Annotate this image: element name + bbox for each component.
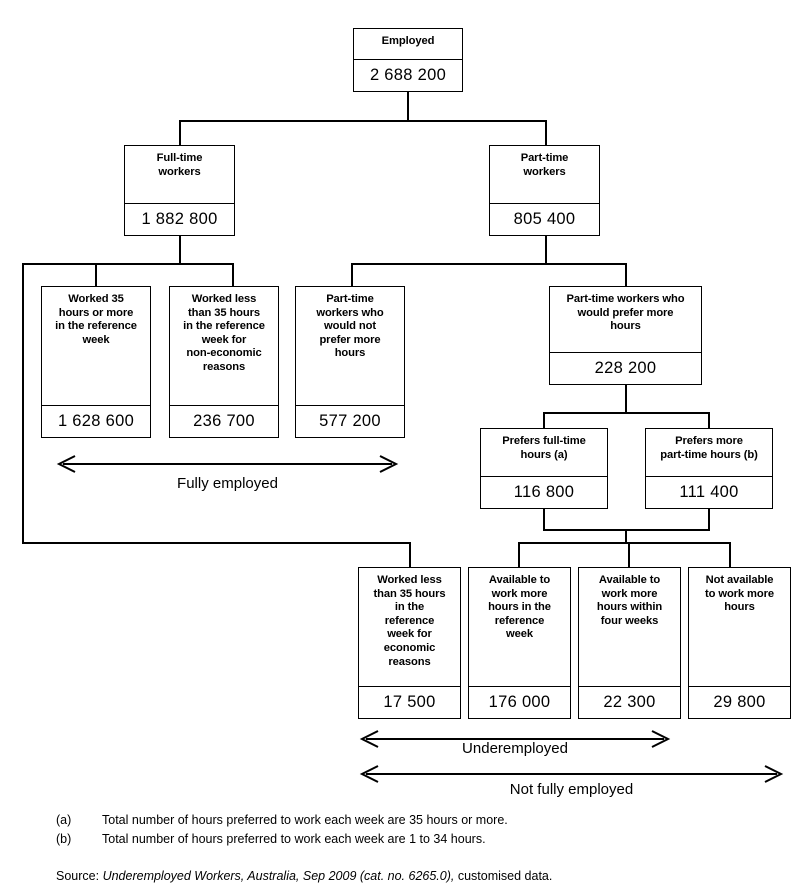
node-part-time-prefer-more-hours-value: 228 200: [550, 351, 701, 385]
source-prefix: Source:: [56, 869, 100, 883]
connector-level1-bar: [179, 120, 547, 122]
footnote-a-marker: (a): [56, 813, 72, 827]
connector-prefers-merge-down: [625, 529, 627, 543]
connector-bottom-bar: [518, 542, 731, 544]
node-not-available-value: 29 800: [689, 685, 790, 719]
connector-part-time-bar: [351, 263, 627, 265]
node-full-time-workers-value: 1 882 800: [125, 202, 234, 236]
node-employed-label: Employed: [381, 35, 435, 47]
connector-to-avail-ref-week: [518, 542, 520, 567]
node-prefers-more-part-time-hours-value: 111 400: [646, 475, 772, 509]
node-available-reference-week-value: 176 000: [469, 685, 570, 719]
span-arrow-underemployed: [358, 730, 672, 748]
connector-prefers-pt-down: [708, 509, 710, 531]
node-part-time-workers-value: 805 400: [490, 202, 599, 236]
span-arrow-not-fully-employed-label: Not fully employed: [509, 781, 634, 798]
span-arrow-fully-employed-label: Fully employed: [177, 475, 278, 492]
connector-to-avail-four-wk: [628, 542, 630, 567]
connector-to-not-available: [729, 542, 731, 567]
connector-full-time-left-drop: [22, 263, 24, 544]
node-worked-less-non-economic-value: 236 700: [170, 404, 278, 438]
footnote-b-text: Total number of hours preferred to work …: [102, 832, 486, 846]
node-available-four-weeks-value: 22 300: [579, 685, 680, 719]
footnote-a-text: Total number of hours preferred to work …: [102, 813, 508, 827]
source-citation: Underemployed Workers, Australia, Sep 20…: [99, 869, 455, 883]
node-worked-less-economic-value: 17 500: [359, 685, 460, 719]
node-worked-35-hours-or-more-value: 1 628 600: [42, 404, 150, 438]
connector-pt-prefer-down: [625, 385, 627, 413]
connector-full-time-down: [179, 236, 181, 264]
connector-prefers-ft-down: [543, 509, 545, 531]
span-arrow-underemployed-label: Underemployed: [462, 740, 568, 757]
footnote-b-marker: (b): [56, 832, 72, 846]
node-part-time-not-prefer-more-hours-value: 577 200: [296, 404, 404, 438]
node-employed[interactable]: Employed 2 688 200: [353, 28, 463, 92]
node-employed-value: 2 688 200: [354, 58, 462, 92]
footnote-a: (a) Total number of hours preferred to w…: [56, 812, 756, 828]
connector-employed-down: [407, 92, 409, 121]
node-prefers-full-time-hours-value: 116 800: [481, 475, 607, 509]
source-suffix: customised data.: [454, 869, 553, 883]
connector-to-pt-not-prefer: [351, 263, 353, 286]
connector-to-worked-less-non: [232, 263, 234, 286]
connector-to-part-time: [545, 120, 547, 145]
span-arrow-not-fully-employed: [358, 765, 785, 783]
connector-to-prefers-pt: [708, 412, 710, 428]
span-arrow-fully-employed: [55, 455, 400, 473]
connector-full-time-bar: [22, 263, 234, 265]
connector-to-prefers-ft: [543, 412, 545, 428]
connector-part-time-down: [545, 236, 547, 264]
source-note: Source: Underemployed Workers, Australia…: [56, 868, 776, 884]
connector-to-worked35plus: [95, 263, 97, 286]
footnote-b: (b) Total number of hours preferred to w…: [56, 831, 756, 847]
connector-to-pt-prefer: [625, 263, 627, 286]
connector-economic-reasons-run: [22, 542, 411, 544]
connector-to-worked-less-eco: [409, 542, 411, 567]
connector-prefers-bar: [543, 412, 709, 414]
connector-to-full-time: [179, 120, 181, 145]
